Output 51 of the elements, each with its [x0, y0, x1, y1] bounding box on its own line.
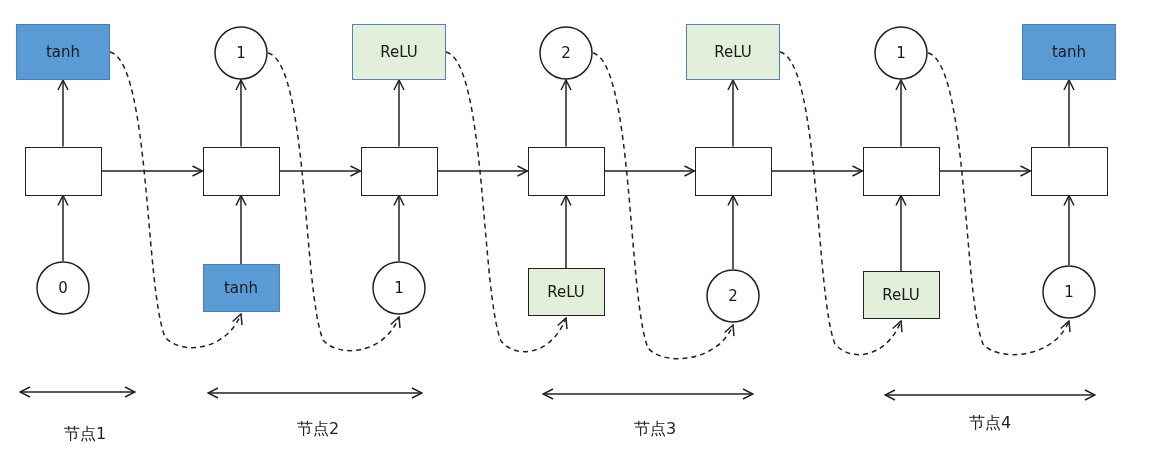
arrow [727, 79, 739, 148]
cell-box [527, 146, 605, 196]
circle-node: 1 [372, 261, 426, 315]
circle-node: 0 [36, 261, 90, 315]
circle-node: 1 [214, 26, 268, 80]
circle-node: 1 [874, 26, 928, 80]
arrow [278, 165, 362, 177]
arrow [235, 79, 247, 148]
arrow [1063, 79, 1075, 148]
arrow [1063, 194, 1075, 266]
arrow [57, 79, 69, 148]
node-label: 节点3 [633, 419, 677, 440]
arrow [603, 165, 696, 177]
cell-box [694, 146, 772, 196]
activation-box: tanh [202, 264, 280, 312]
cell-box [1030, 146, 1108, 196]
activation-box: tanh [16, 24, 110, 80]
dashed-arrow [779, 51, 902, 356]
circle-node: 2 [539, 26, 593, 80]
dashed-arrow [927, 52, 1070, 356]
circle-node: 2 [706, 269, 760, 323]
arrow [235, 194, 247, 265]
arrow [436, 165, 529, 177]
cell-box [24, 146, 102, 196]
activation-box: ReLU [686, 24, 780, 80]
activation-box: ReLU [862, 271, 940, 319]
arrow [938, 165, 1032, 177]
arrow [100, 165, 204, 177]
dashed-arrow [109, 51, 242, 349]
arrow [727, 194, 739, 270]
activation-box: tanh [1022, 24, 1116, 80]
arrow [895, 79, 907, 148]
dashed-arrow [445, 51, 567, 353]
dashed-arrow [592, 52, 734, 360]
arrow [560, 194, 572, 269]
arrow [393, 79, 405, 148]
arrow [895, 194, 907, 272]
cell-box [862, 146, 940, 196]
arrow [560, 79, 572, 148]
arrow [57, 194, 69, 262]
arrow [393, 194, 405, 262]
cell-box [202, 146, 280, 196]
node-label: 节点4 [968, 413, 1012, 434]
node-label: 节点1 [63, 424, 107, 445]
activation-box: ReLU [352, 24, 446, 80]
activation-box: ReLU [527, 268, 605, 316]
arrow [770, 165, 864, 177]
node-label: 节点2 [296, 419, 340, 440]
circle-node: 1 [1042, 265, 1096, 319]
dashed-arrow [267, 52, 400, 352]
cell-box [360, 146, 438, 196]
